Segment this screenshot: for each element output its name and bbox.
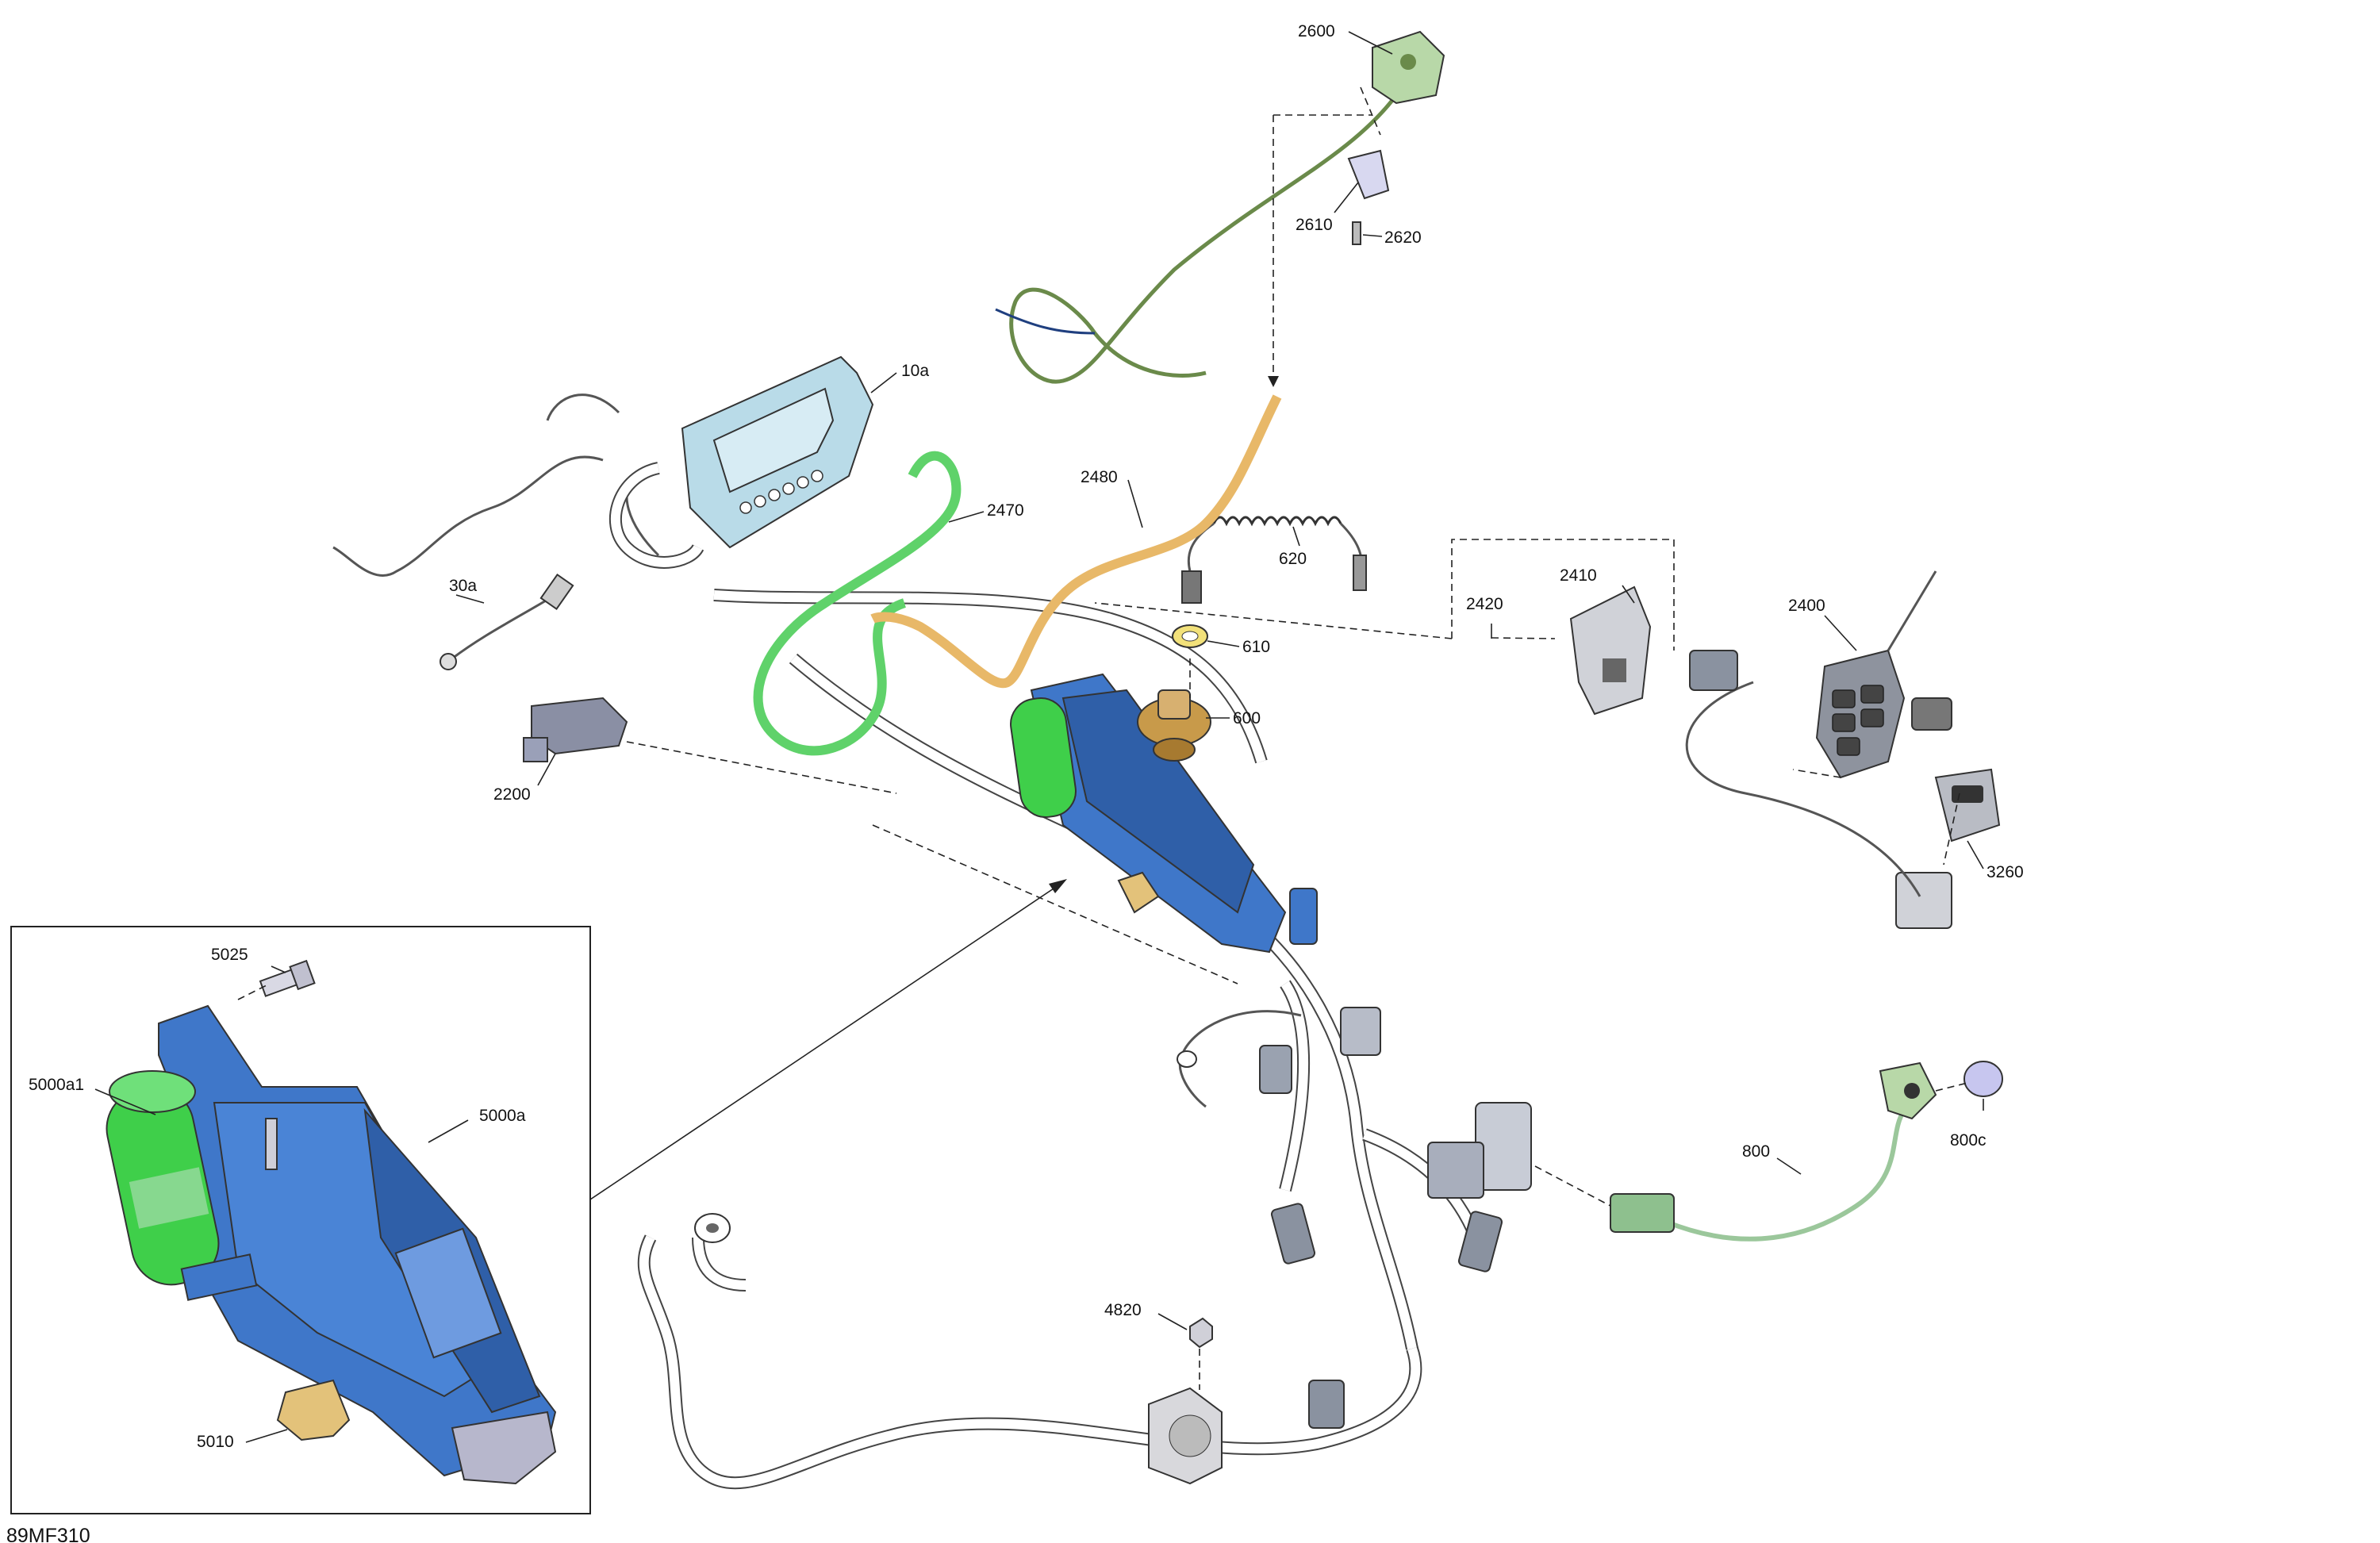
label-2470: 2470 (987, 501, 1024, 520)
green-hose (753, 451, 962, 756)
heated-grip-switch (1895, 768, 2001, 929)
label-610: 610 (1242, 638, 1270, 656)
label-5000a1: 5000a1 (29, 1076, 84, 1094)
ecm-detail-inset-frame (10, 926, 591, 1514)
label-3260: 3260 (1987, 863, 2024, 881)
leader-lines (94, 31, 1984, 1443)
label-2620: 2620 (1384, 228, 1422, 247)
pressure-sensor (1137, 689, 1211, 762)
sensor-lead (1610, 1061, 1937, 1242)
label-2600: 2600 (1298, 22, 1335, 40)
sealing-washer (1172, 624, 1208, 648)
orange-hose (870, 394, 1282, 689)
handlebar-switch (1815, 570, 1937, 779)
label-800: 800 (1742, 1142, 1770, 1161)
label-30a: 30a (449, 577, 477, 595)
label-5000a: 5000a (479, 1107, 526, 1125)
label-620: 620 (1279, 550, 1307, 568)
switch-harness (1685, 681, 1921, 897)
switch-cover (1569, 585, 1652, 716)
inset-leader-arrow (1049, 879, 1067, 893)
diagram-code: 89MF310 (6, 1525, 90, 1543)
label-2400: 2400 (1788, 597, 1825, 615)
harness-connectors (1259, 888, 1532, 1429)
label-2480: 2480 (1081, 468, 1118, 486)
map-sensor (523, 697, 628, 762)
inset-leader-line (589, 881, 1064, 1200)
antenna-assembly (995, 30, 1445, 384)
label-600: 600 (1233, 709, 1261, 727)
ring-terminal (694, 1050, 1197, 1243)
assembly-lines (237, 86, 1968, 1207)
gauge-cluster (608, 355, 874, 569)
sensor-cable (440, 573, 574, 670)
switch-connector (1689, 650, 1738, 691)
label-4820: 4820 (1104, 1301, 1142, 1319)
label-2410: 2410 (1560, 566, 1597, 585)
ecm-module (1010, 673, 1287, 954)
main-wiring-harness (332, 393, 1482, 1490)
label-2200: 2200 (493, 785, 531, 804)
sensor-cap (1964, 1061, 2003, 1097)
label-5025: 5025 (211, 946, 248, 964)
label-2420: 2420 (1466, 595, 1503, 613)
label-2610: 2610 (1296, 216, 1333, 234)
label-5010: 5010 (197, 1433, 234, 1451)
switch-connector-2 (1911, 697, 1952, 731)
coiled-cord (1181, 516, 1367, 604)
key-switch (1148, 1317, 1223, 1485)
label-800c: 800c (1950, 1131, 1987, 1150)
ecm-detail-drawing (106, 959, 557, 1485)
label-10a: 10a (901, 362, 929, 380)
